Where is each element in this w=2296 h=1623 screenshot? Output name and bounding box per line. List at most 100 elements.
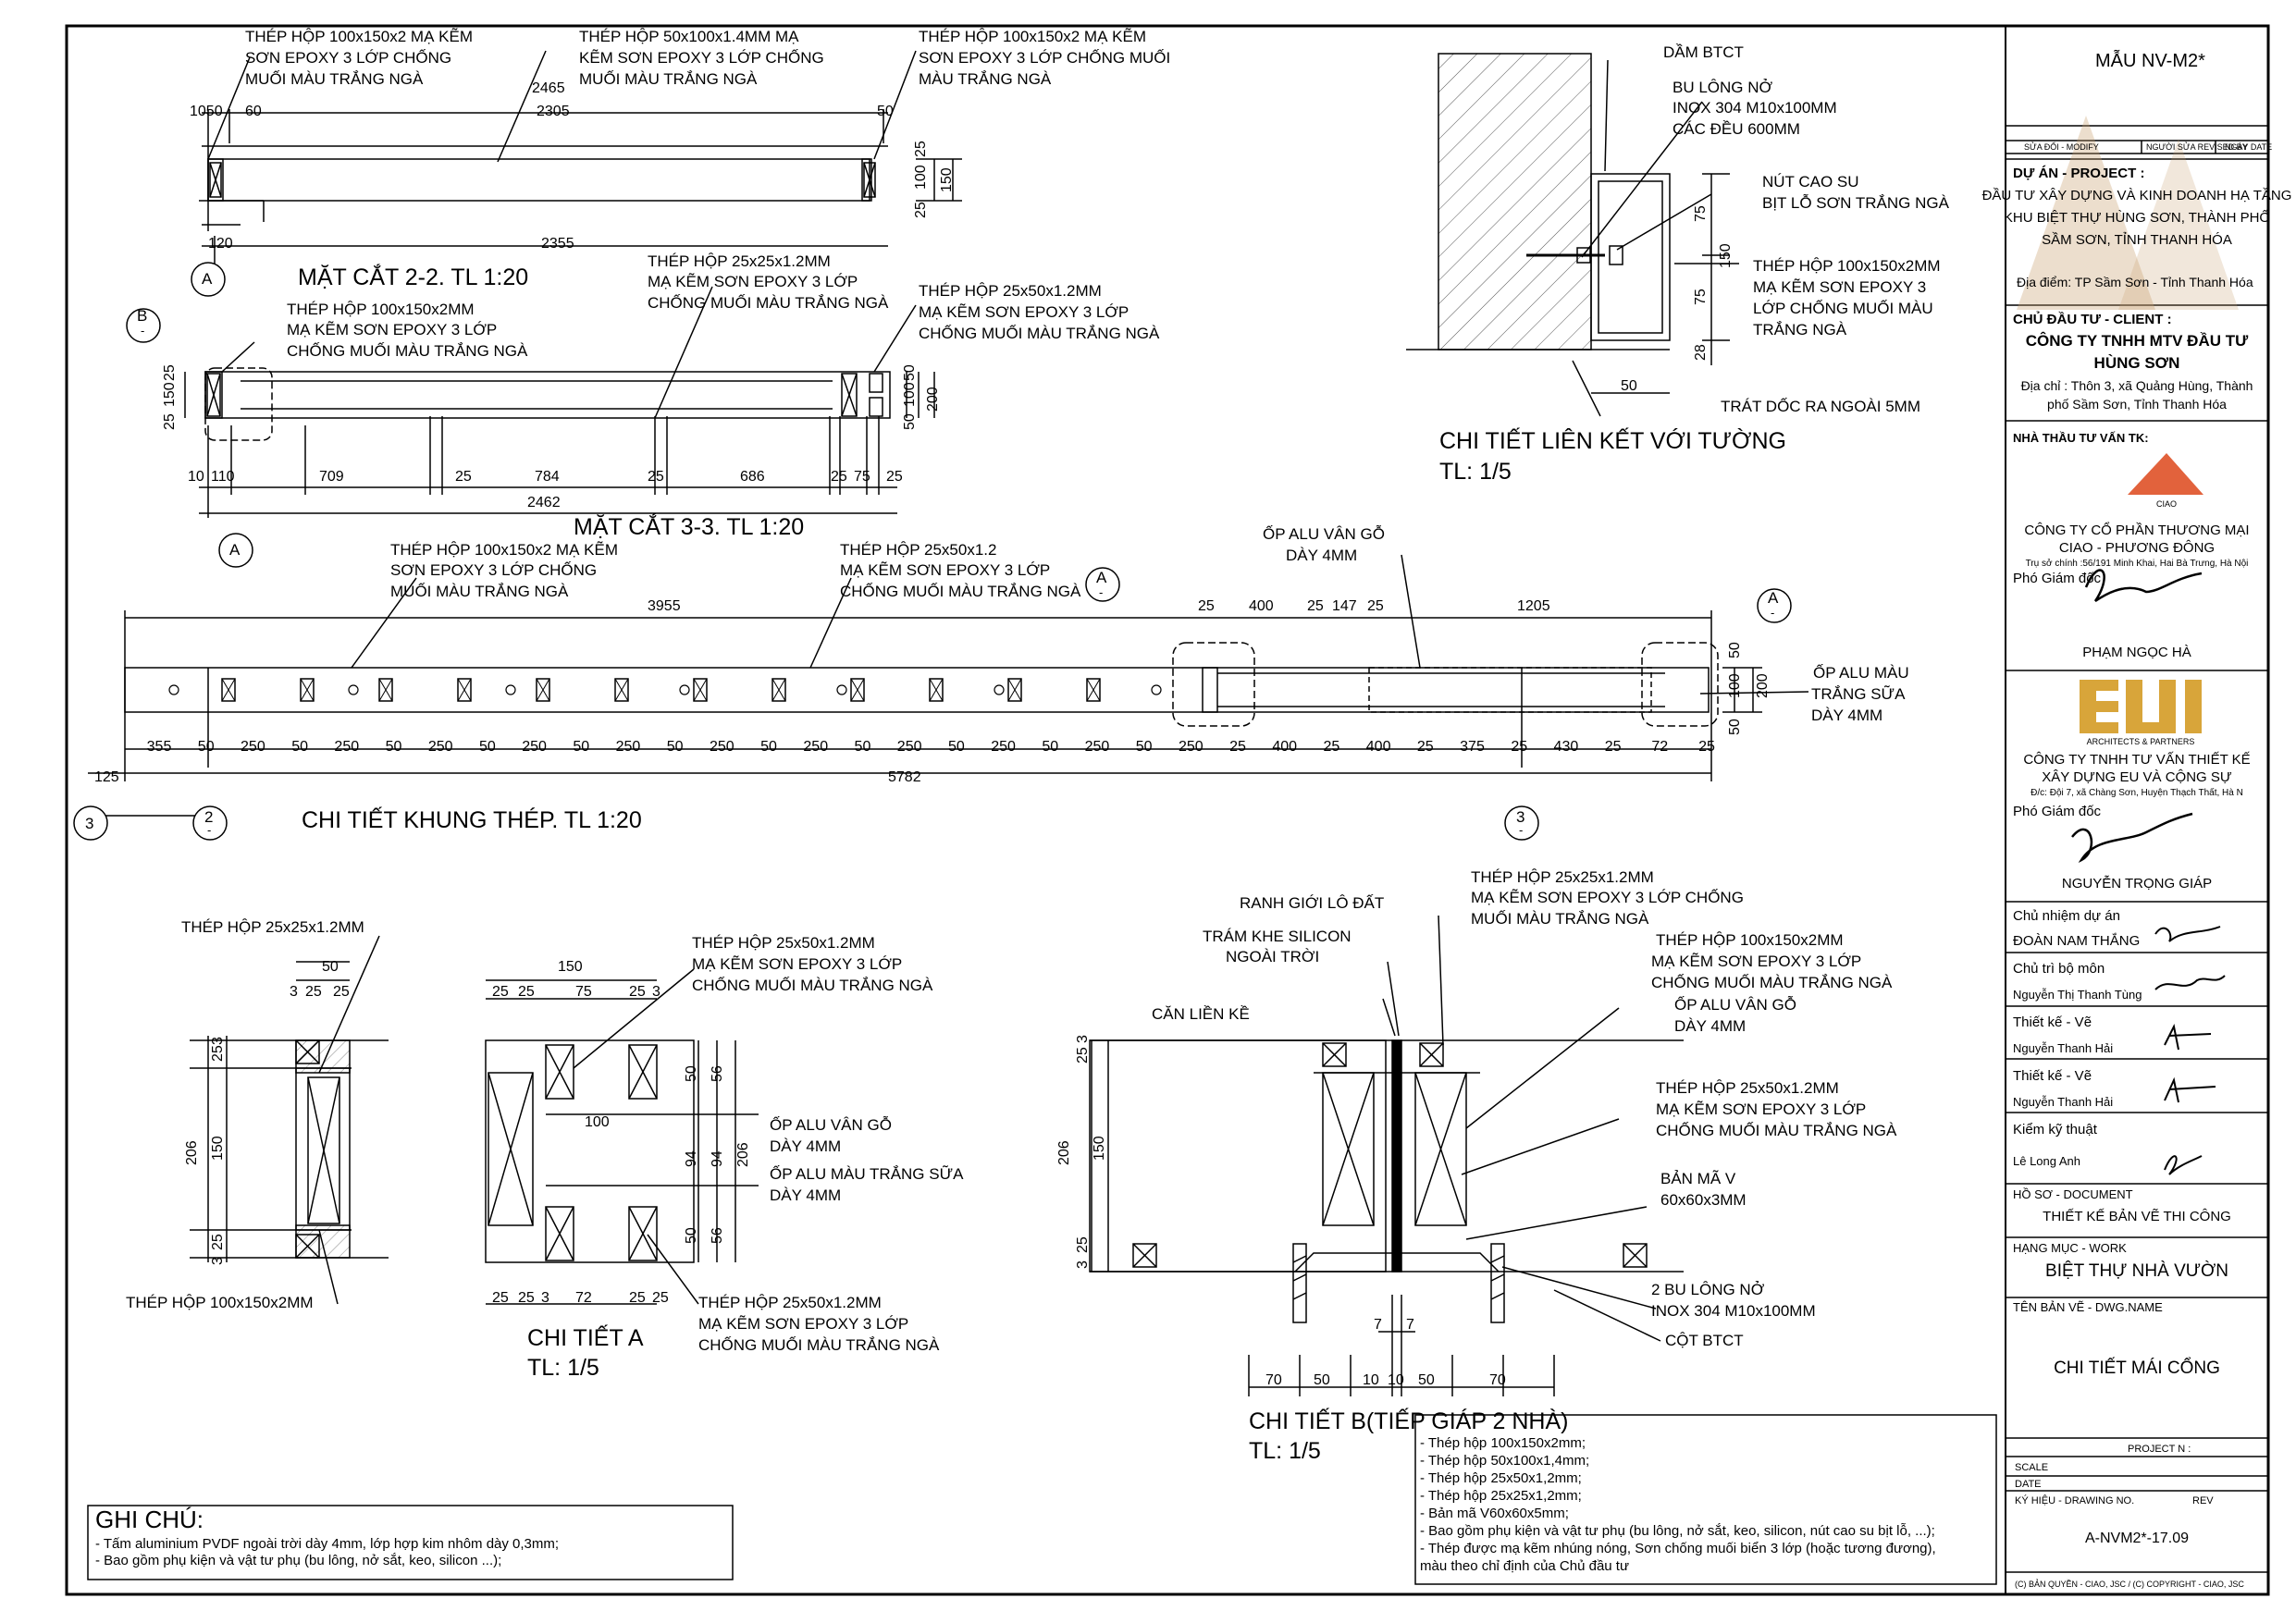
vice2-name: NGUYỄN TRỌNG GIÁP bbox=[2062, 876, 2212, 891]
notes2-line: - Thép hộp 100x150x2mm; bbox=[1420, 1435, 1586, 1451]
deta-l6-2: MẠ KẼM SƠN EPOXY 3 LỚP bbox=[698, 1315, 908, 1333]
frame-hole bbox=[994, 684, 1005, 695]
dim: 25 bbox=[648, 469, 664, 485]
dim: 206 bbox=[184, 1140, 200, 1165]
frame-bottom-dim: 50 bbox=[1042, 739, 1058, 755]
dim: 25 bbox=[1075, 1236, 1091, 1253]
frame-label-a-3: MUỐI MÀU TRẮNG NGÀ bbox=[390, 582, 569, 600]
frame-box-cross bbox=[772, 678, 786, 702]
vice1-title: Phó Giám đốc bbox=[2013, 571, 2102, 586]
wall-l3-2: BỊT LỖ SƠN TRẮNG NGÀ bbox=[1762, 194, 1950, 212]
frame-box-cross bbox=[536, 678, 550, 702]
signature-icon bbox=[2154, 975, 2226, 990]
watermark-logo-icon bbox=[2118, 139, 2239, 310]
dwg-value: CHI TIẾT MÁI CỔNG bbox=[2054, 1358, 2220, 1378]
deta-l5-1: ỐP ALU MÀU TRẮNG SỮA bbox=[770, 1164, 964, 1183]
marker-dash: - bbox=[141, 324, 144, 338]
s33-label-a-1: THÉP HỘP 100x150x2MM bbox=[287, 301, 475, 318]
frame-box-cross bbox=[378, 678, 393, 702]
doc-label: HỒ SƠ - DOCUMENT bbox=[2013, 1187, 2133, 1201]
frame-bottom-dim: 50 bbox=[760, 739, 777, 755]
dim: 94 bbox=[710, 1150, 725, 1167]
wall-l2-2: INOX 304 M10x100MM bbox=[1673, 99, 1837, 117]
contractor-label: NHÀ THẦU TƯ VẤN TK: bbox=[2013, 431, 2149, 445]
dim: 56 bbox=[710, 1227, 725, 1244]
detb-l4-1: THÉP HỘP 25x25x1.2MM bbox=[1471, 868, 1654, 886]
frame-box-cross bbox=[457, 678, 472, 702]
frame-label-d-2: TRẮNG SỮA bbox=[1811, 685, 1906, 703]
wall-l4-4: TRẮNG NGÀ bbox=[1753, 321, 1847, 338]
notes2-line: - Thép hộp 25x25x1,2mm; bbox=[1420, 1488, 1582, 1504]
notes2-line: - Thép hộp 25x50x1,2mm; bbox=[1420, 1470, 1582, 1486]
dim: 784 bbox=[535, 469, 560, 485]
frame-bottom-dim: 50 bbox=[198, 739, 215, 755]
frame-hole bbox=[836, 684, 847, 695]
title-block-frame bbox=[2005, 25, 2269, 1595]
marker-dash: - bbox=[207, 823, 211, 837]
dim: 686 bbox=[740, 469, 765, 485]
frame-bottom-dim: 430 bbox=[1554, 739, 1579, 755]
dim: 7 bbox=[1406, 1317, 1414, 1333]
dim: 1050 bbox=[190, 104, 223, 119]
frame-label-b-3: CHỐNG MUỐI MÀU TRẮNG NGÀ bbox=[840, 582, 1081, 600]
vice2-title: Phó Giám đốc bbox=[2013, 804, 2102, 819]
copyright: (C) BẢN QUYỀN - CIAO, JSC / (C) COPYRIGH… bbox=[2015, 1579, 2244, 1589]
dim: 206 bbox=[1056, 1140, 1072, 1165]
detb-l8-1: BẢN MÃ V bbox=[1660, 1170, 1736, 1187]
signature-icon bbox=[2164, 1076, 2216, 1103]
frame-box-glyph bbox=[614, 678, 629, 702]
design-addr: Đ/c: Đội 7, xã Chàng Sơn, Huyện Thạch Th… bbox=[2031, 787, 2243, 798]
deta-l4-1: ỐP ALU VÂN GỖ bbox=[770, 1115, 892, 1134]
notes2-box bbox=[1414, 1414, 1997, 1585]
s33-label-a-2: MẠ KẼM SƠN EPOXY 3 LỚP bbox=[287, 321, 497, 338]
dim: 50 bbox=[322, 959, 339, 975]
rev-header: SỬA ĐỔI - MODIFY bbox=[2024, 141, 2099, 152]
frame-bottom-dim: 400 bbox=[1272, 739, 1297, 755]
dim: 2305 bbox=[537, 104, 570, 119]
frame-bottom-dim: 250 bbox=[710, 739, 734, 755]
s22-label-right-1: THÉP HỘP 100x150x2 MẠ KẼM bbox=[919, 28, 1146, 45]
dim: 100 bbox=[913, 165, 929, 190]
frame-title: CHI TIẾT KHUNG THÉP. TL 1:20 bbox=[302, 806, 642, 833]
dim: 72 bbox=[575, 1290, 592, 1306]
detb-l5-1: THÉP HỘP 100x150x2MM bbox=[1656, 931, 1844, 949]
text-layer: THÉP HỘP 100x150x2 MẠ KẼM SƠN EPOXY 3 LỚ… bbox=[85, 28, 2291, 1589]
s22-label-right-2: SƠN EPOXY 3 LỚP CHỐNG MUỐI bbox=[919, 48, 1170, 67]
detb-l4-3: MUỐI MÀU TRẮNG NGÀ bbox=[1471, 909, 1649, 928]
detb-scale: TL: 1/5 bbox=[1249, 1438, 1321, 1464]
notes2-line: - Bản mã V60x60x5mm; bbox=[1420, 1506, 1569, 1521]
frame-label-d-1: ỐP ALU MÀU bbox=[1813, 663, 1909, 682]
dim: 25 bbox=[1198, 598, 1215, 614]
rev-header: NGƯỜI SỬA REVISED BY bbox=[2146, 141, 2248, 152]
dim: 25 bbox=[1307, 598, 1324, 614]
marker-label: A bbox=[229, 541, 241, 559]
dim: 206 bbox=[735, 1142, 751, 1167]
wall-connection-detail bbox=[1406, 53, 1739, 417]
frame-bottom-dim: 355 bbox=[147, 739, 172, 755]
wall-l2-3: CÁC ĐỀU 600MM bbox=[1673, 120, 1800, 138]
detb-l2-2: NGOÀI TRỜI bbox=[1226, 948, 1319, 965]
dim: 2355 bbox=[541, 236, 574, 252]
project-line: SẦM SƠN, TỈNH THANH HÓA bbox=[2042, 232, 2232, 248]
dim: 200 bbox=[925, 387, 941, 412]
frame-bottom-dim: 25 bbox=[1417, 739, 1434, 755]
frame-box-glyph bbox=[536, 678, 550, 702]
client-label: CHỦ ĐẦU TƯ - CLIENT : bbox=[2013, 311, 2172, 327]
notes2-line: - Thép hộp 50x100x1,4mm; bbox=[1420, 1453, 1589, 1469]
deta-title: CHI TIẾT A bbox=[527, 1324, 644, 1351]
dim: 28 bbox=[1693, 344, 1709, 361]
detb-l6-1: ỐP ALU VÂN GỖ bbox=[1674, 995, 1796, 1014]
frame-box-cross bbox=[850, 678, 865, 702]
frame-label-b-1: THÉP HỘP 25x50x1.2 bbox=[840, 541, 996, 559]
dim: 100 bbox=[902, 382, 918, 407]
marker-label: A bbox=[202, 270, 213, 288]
dim: 709 bbox=[319, 469, 344, 485]
dim: 25 bbox=[492, 1290, 509, 1306]
marker-label: 3 bbox=[1516, 808, 1524, 826]
frame-bottom-dim: 50 bbox=[479, 739, 496, 755]
marker-label: B bbox=[137, 307, 147, 325]
role-label: Chủ nhiệm dự án bbox=[2013, 908, 2120, 924]
signature-icon bbox=[2084, 569, 2203, 603]
frame-label-b-2: MẠ KẼM SƠN EPOXY 3 LỚP bbox=[840, 561, 1050, 579]
dim: 25 bbox=[305, 984, 322, 1000]
